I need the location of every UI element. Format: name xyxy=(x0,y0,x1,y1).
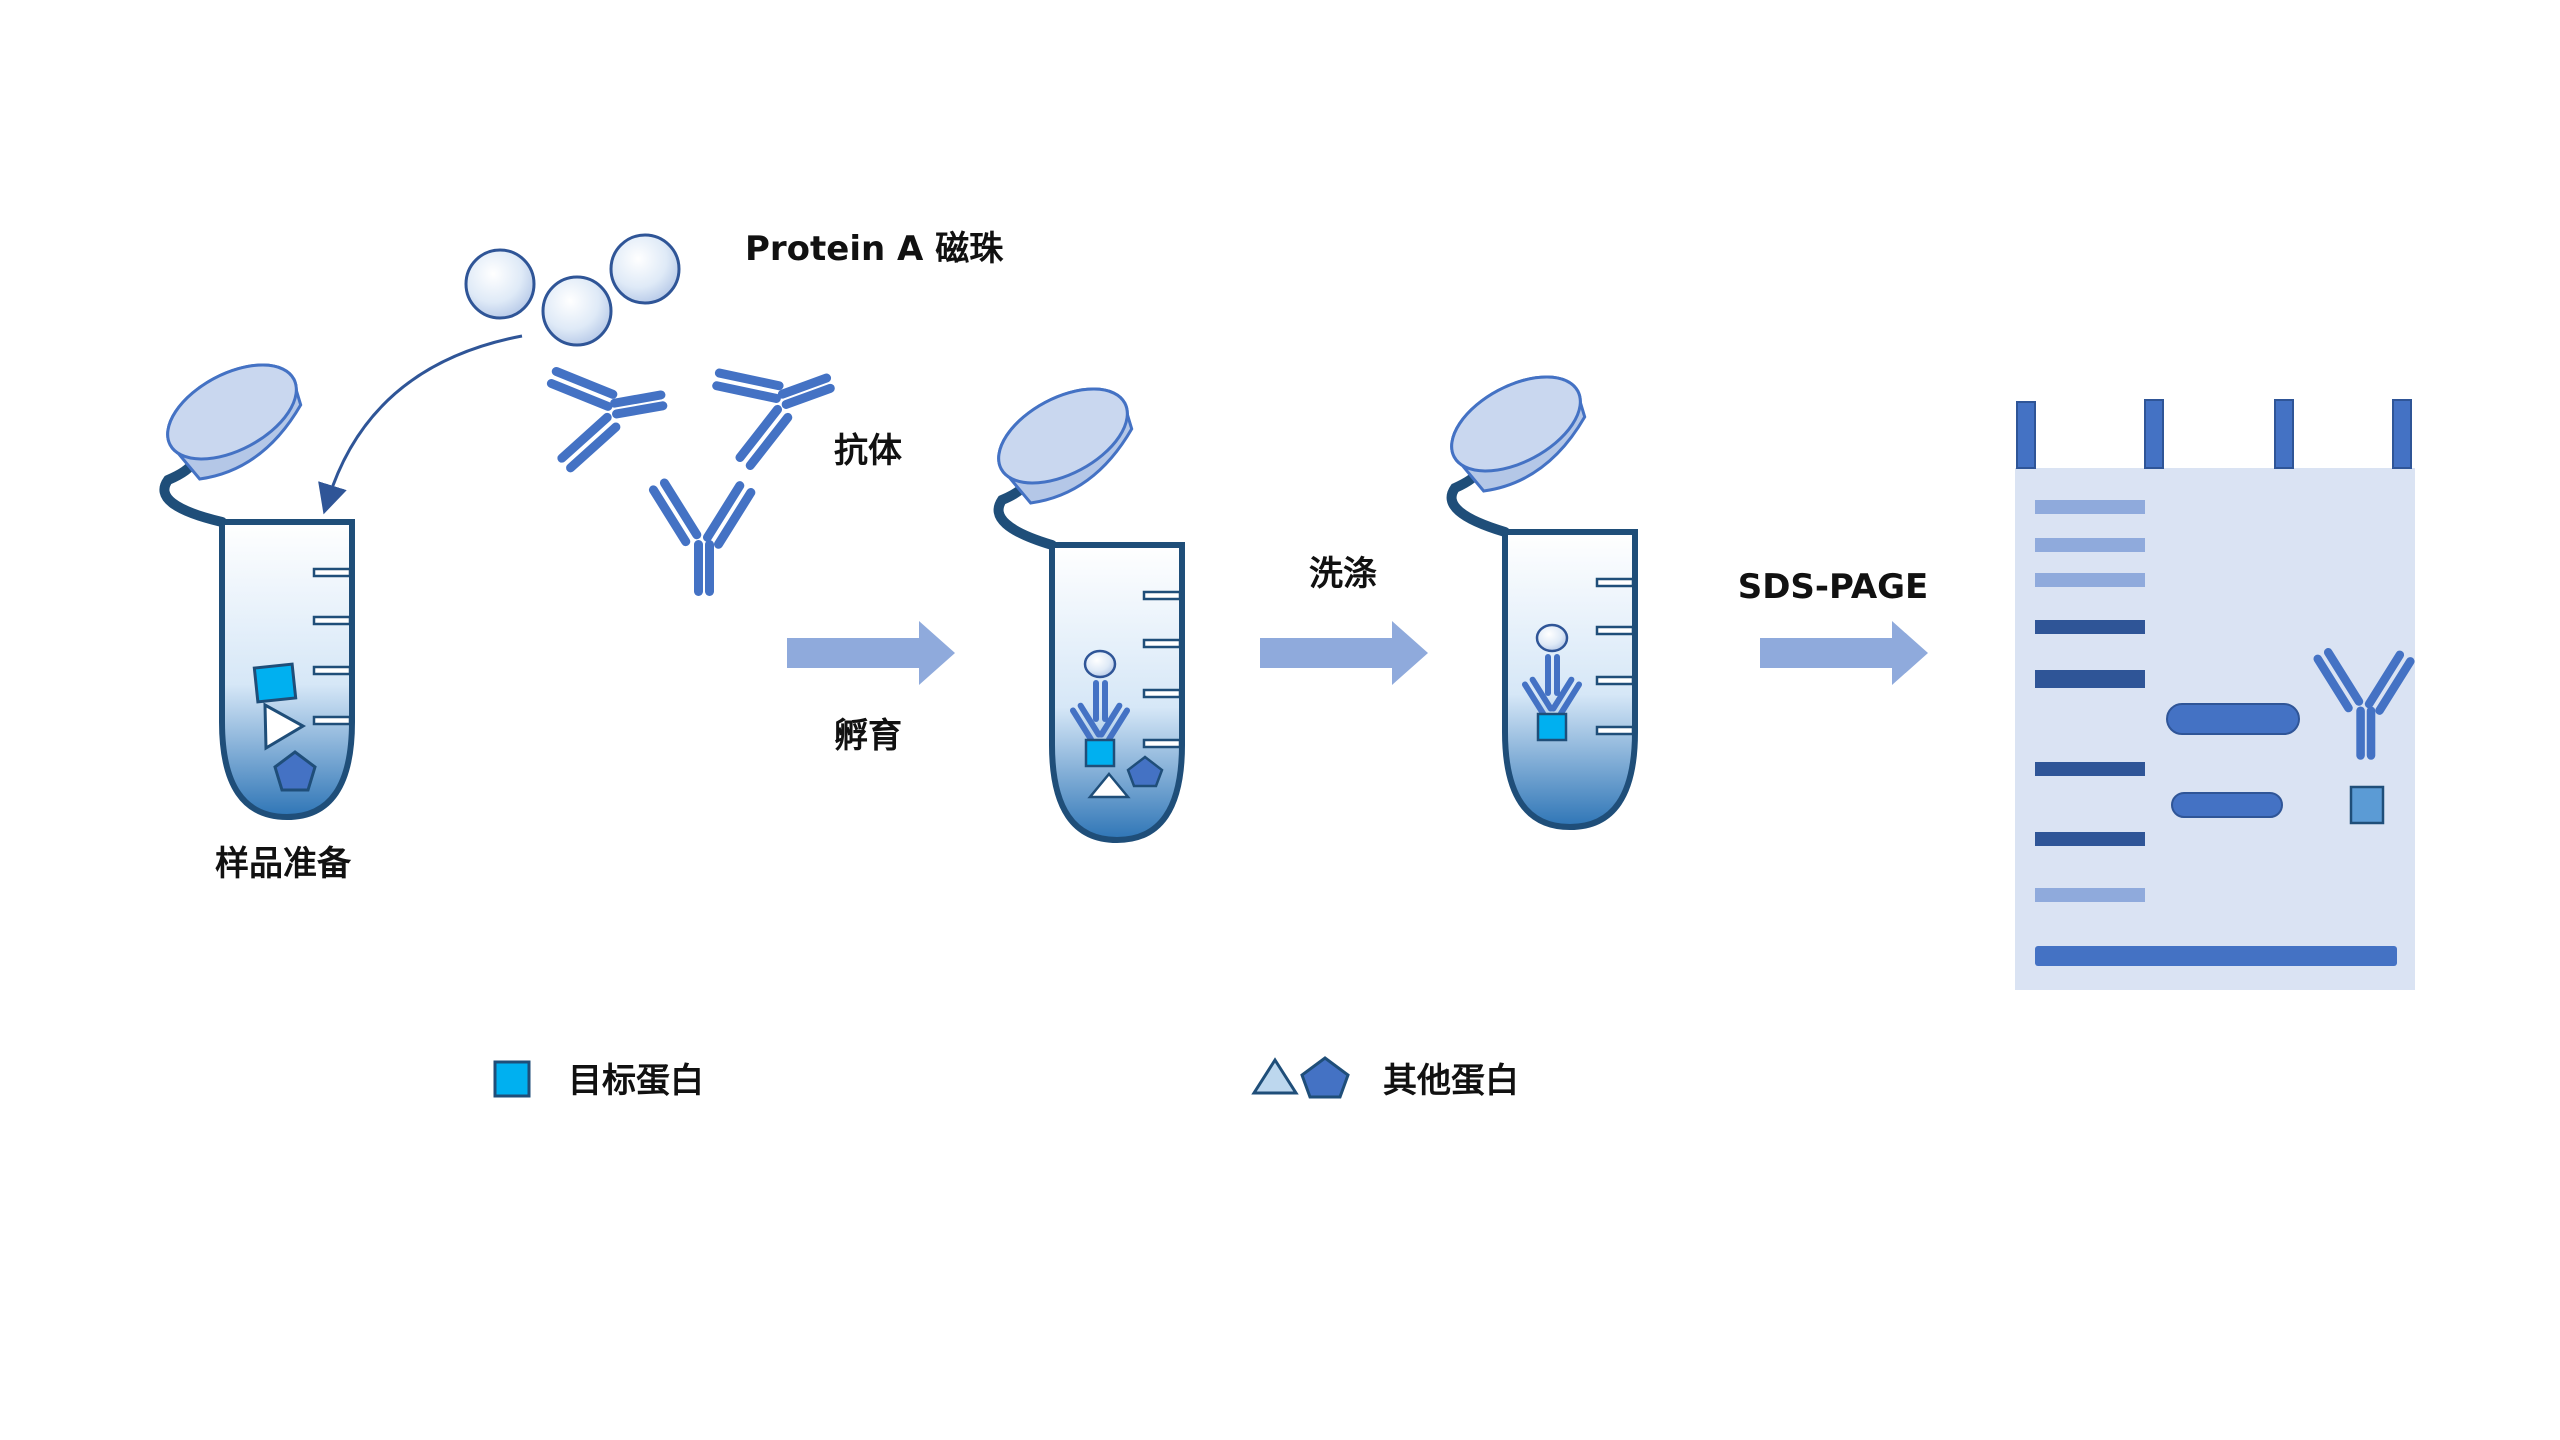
gel-well xyxy=(2392,399,2412,469)
other-protein-pentagon xyxy=(1126,755,1164,788)
other-protein-triangle xyxy=(263,702,307,751)
marker-band xyxy=(2035,500,2145,514)
legend xyxy=(493,1056,1350,1099)
washed-tube xyxy=(1434,356,1635,827)
square-icon xyxy=(493,1060,531,1098)
magnetic-beads xyxy=(464,233,681,347)
bead-icon xyxy=(464,248,536,320)
marker-band xyxy=(2035,888,2145,902)
wash-label: 洗涤 xyxy=(1309,554,1377,594)
gel-well xyxy=(2016,401,2036,469)
antibodies xyxy=(539,331,853,596)
legend-target-protein: 目标蛋白 xyxy=(568,1061,704,1101)
triangle-icon xyxy=(1251,1057,1299,1095)
bead-icon xyxy=(541,275,613,347)
other-protein-triangle xyxy=(1087,772,1131,799)
antibody-icon xyxy=(647,476,758,596)
target-protein-band xyxy=(2349,785,2385,825)
sds-page-gel xyxy=(2015,399,2417,990)
marker-band xyxy=(2035,762,2145,776)
right-arrow-icon xyxy=(1760,621,1928,685)
antibody-icon xyxy=(539,347,677,477)
gel-well xyxy=(2274,399,2294,469)
antibody-label: 抗体 xyxy=(834,431,902,471)
magnetic-beads-label: Protein A 磁珠 xyxy=(745,229,1004,269)
heavy-chain-band xyxy=(2166,703,2300,735)
sample-prep-label: 样品准备 xyxy=(215,844,352,884)
right-arrow-icon xyxy=(1260,621,1428,685)
pentagon-icon xyxy=(1300,1056,1350,1099)
light-chain-band xyxy=(2171,792,2283,818)
incubation-label: 孵育 xyxy=(834,716,902,756)
legend-other-protein: 其他蛋白 xyxy=(1383,1061,1519,1101)
antibody-icon xyxy=(702,331,853,476)
incubation-tube xyxy=(981,368,1182,840)
dye-front xyxy=(2035,946,2397,966)
marker-band xyxy=(2035,670,2145,688)
marker-band xyxy=(2035,620,2145,634)
bead-icon xyxy=(609,233,681,305)
other-protein-pentagon xyxy=(273,750,317,792)
target-protein-square xyxy=(252,662,298,704)
marker-band xyxy=(2035,832,2145,846)
add-curve-arrow xyxy=(318,334,523,515)
right-arrow-icon xyxy=(787,621,955,685)
sds-page-label: SDS-PAGE xyxy=(1738,567,1929,607)
marker-band xyxy=(2035,538,2145,552)
gel-well xyxy=(2144,399,2164,469)
marker-band xyxy=(2035,573,2145,587)
sample-tube xyxy=(150,344,352,817)
